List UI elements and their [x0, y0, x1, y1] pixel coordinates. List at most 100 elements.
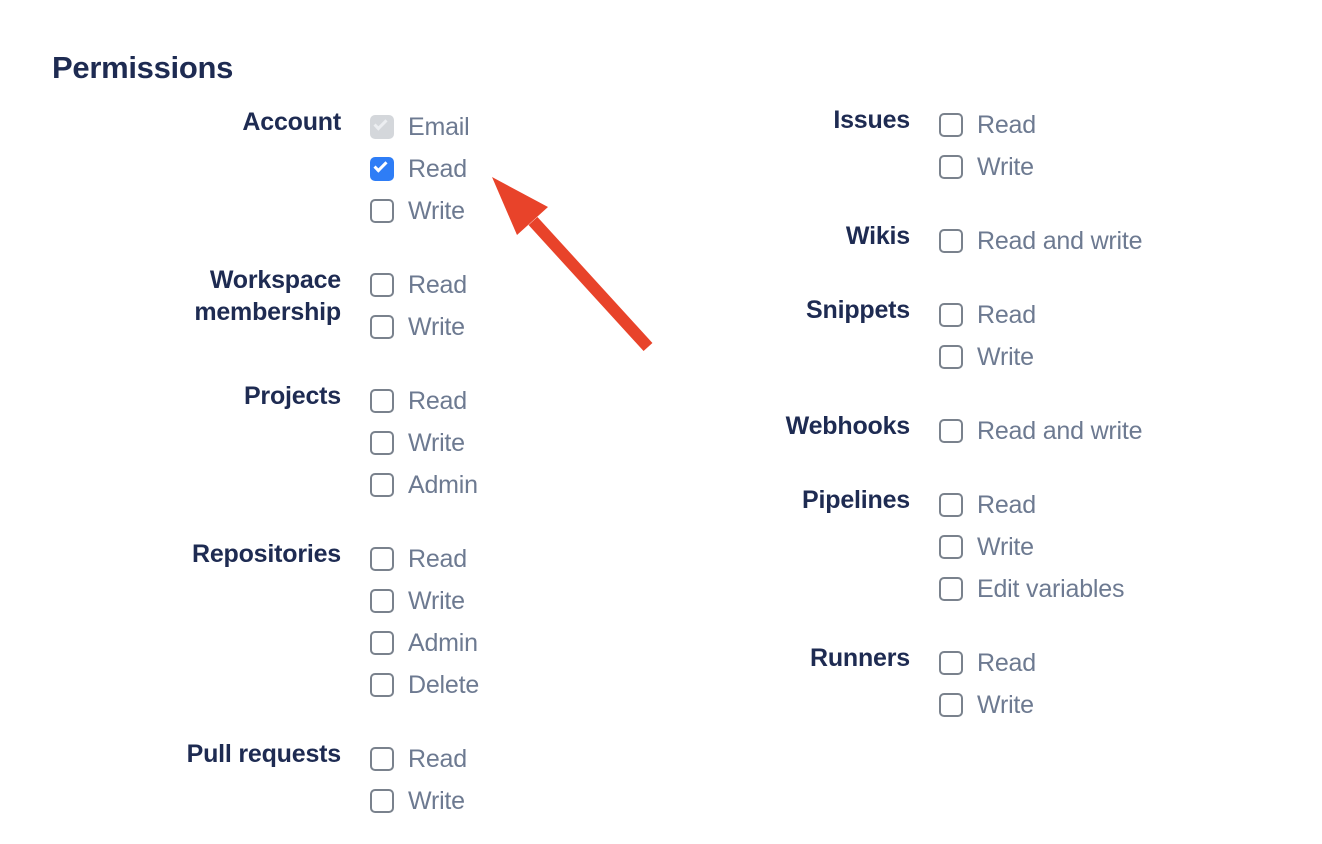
permission-options: Read Write	[939, 104, 1036, 188]
checkbox-label: Delete	[408, 670, 480, 699]
permission-group-label: Projects	[243, 382, 341, 410]
permission-options: Read Write	[370, 264, 467, 348]
checkbox-workspace-membership-write[interactable]	[370, 315, 394, 339]
option-pipelines-edit-variables[interactable]: Edit variables	[939, 568, 1124, 610]
checkbox-workspace-membership-read[interactable]	[370, 273, 394, 297]
option-account-read[interactable]: Read	[370, 148, 470, 190]
checkmark-icon	[373, 158, 388, 173]
option-wikis-read-and-write[interactable]: Read and write	[939, 220, 1143, 262]
permissions-column-left: Account Email Read Write Workspace membe…	[141, 106, 480, 844]
checkbox-account-email	[370, 115, 394, 139]
checkbox-label: Write	[977, 152, 1034, 181]
permission-group-workspace-membership: Workspace membership Read Write	[141, 264, 479, 348]
permission-group-label: Pipelines	[802, 486, 910, 514]
checkbox-label: Read	[977, 648, 1036, 677]
checkbox-label: Admin	[408, 628, 478, 657]
checkbox-label: Read	[977, 490, 1036, 519]
checkbox-repositories-delete[interactable]	[370, 673, 394, 697]
permission-group-webhooks: Webhooks Read and write	[760, 410, 1143, 452]
option-runners-write[interactable]: Write	[939, 684, 1036, 726]
page-title: Permissions	[52, 50, 234, 85]
option-issues-write[interactable]: Write	[939, 146, 1036, 188]
option-snippets-read[interactable]: Read	[939, 294, 1036, 336]
checkbox-issues-write[interactable]	[939, 155, 963, 179]
option-workspace-membership-write[interactable]: Write	[370, 306, 467, 348]
checkbox-account-write[interactable]	[370, 199, 394, 223]
checkbox-projects-write[interactable]	[370, 431, 394, 455]
option-pipelines-write[interactable]: Write	[939, 526, 1124, 568]
permission-group-pipelines: Pipelines Read Write Edit variables	[760, 484, 1142, 610]
permission-group-snippets: Snippets Read Write	[760, 294, 1142, 378]
checkbox-pull-requests-write[interactable]	[370, 789, 394, 813]
checkbox-label: Read and write	[977, 226, 1143, 255]
permission-group-label: Repositories	[191, 540, 341, 568]
checkbox-label: Read	[408, 544, 467, 573]
permission-options: Read Write	[370, 738, 467, 822]
option-webhooks-read-and-write[interactable]: Read and write	[939, 410, 1143, 452]
checkbox-snippets-write[interactable]	[939, 345, 963, 369]
checkbox-label: Write	[408, 786, 465, 815]
checkbox-label: Write	[977, 532, 1034, 561]
checkmark-icon	[373, 116, 388, 131]
permissions-column-right: Issues Read Write Wikis Read and write S…	[760, 104, 1143, 758]
option-account-email: Email	[370, 106, 470, 148]
option-workspace-membership-read[interactable]: Read	[370, 264, 467, 306]
checkbox-issues-read[interactable]	[939, 113, 963, 137]
checkbox-webhooks-read-and-write[interactable]	[939, 419, 963, 443]
option-issues-read[interactable]: Read	[939, 104, 1036, 146]
option-runners-read[interactable]: Read	[939, 642, 1036, 684]
checkbox-pipelines-write[interactable]	[939, 535, 963, 559]
checkbox-pipelines-read[interactable]	[939, 493, 963, 517]
option-repositories-delete[interactable]: Delete	[370, 664, 479, 706]
checkbox-label: Read	[977, 110, 1036, 139]
checkbox-snippets-read[interactable]	[939, 303, 963, 327]
checkbox-label: Read	[408, 154, 467, 183]
permission-group-label: Issues	[833, 106, 910, 134]
checkbox-pull-requests-read[interactable]	[370, 747, 394, 771]
permission-group-label: Webhooks	[785, 412, 911, 440]
checkbox-label: Write	[408, 196, 465, 225]
option-projects-admin[interactable]: Admin	[370, 464, 478, 506]
permission-options: Email Read Write	[370, 106, 470, 232]
permission-options: Read and write	[939, 410, 1143, 452]
checkbox-repositories-read[interactable]	[370, 547, 394, 571]
checkbox-label: Read	[408, 386, 467, 415]
checkbox-account-read[interactable]	[370, 157, 394, 181]
permission-options: Read Write Admin	[370, 380, 478, 506]
permission-group-runners: Runners Read Write	[760, 642, 1142, 726]
option-pull-requests-write[interactable]: Write	[370, 780, 467, 822]
permission-options: Read Write Admin Delete	[370, 538, 479, 706]
permission-group-issues: Issues Read Write	[760, 104, 1142, 188]
permission-options: Read Write	[939, 294, 1036, 378]
permission-options: Read Write Edit variables	[939, 484, 1124, 610]
option-projects-read[interactable]: Read	[370, 380, 478, 422]
permission-group-label: Runners	[809, 644, 910, 672]
permission-group-account: Account Email Read Write	[141, 106, 479, 232]
permission-options: Read and write	[939, 220, 1143, 262]
option-repositories-write[interactable]: Write	[370, 580, 479, 622]
permission-group-label: Pull requests	[186, 740, 342, 768]
checkbox-repositories-admin[interactable]	[370, 631, 394, 655]
checkbox-label: Write	[408, 428, 465, 457]
checkbox-wikis-read-and-write[interactable]	[939, 229, 963, 253]
permission-options: Read Write	[939, 642, 1036, 726]
checkbox-pipelines-edit-variables[interactable]	[939, 577, 963, 601]
option-repositories-admin[interactable]: Admin	[370, 622, 479, 664]
permission-group-pull-requests: Pull requests Read Write	[141, 738, 479, 822]
option-projects-write[interactable]: Write	[370, 422, 478, 464]
checkbox-projects-admin[interactable]	[370, 473, 394, 497]
checkbox-runners-read[interactable]	[939, 651, 963, 675]
option-account-write[interactable]: Write	[370, 190, 470, 232]
checkbox-label: Read and write	[977, 416, 1143, 445]
checkbox-runners-write[interactable]	[939, 693, 963, 717]
option-repositories-read[interactable]: Read	[370, 538, 479, 580]
checkbox-projects-read[interactable]	[370, 389, 394, 413]
permission-group-label: Workspace membership	[194, 266, 341, 326]
option-snippets-write[interactable]: Write	[939, 336, 1036, 378]
checkbox-label: Edit variables	[977, 574, 1125, 603]
checkbox-label: Admin	[408, 470, 478, 499]
checkbox-repositories-write[interactable]	[370, 589, 394, 613]
option-pull-requests-read[interactable]: Read	[370, 738, 467, 780]
option-pipelines-read[interactable]: Read	[939, 484, 1124, 526]
